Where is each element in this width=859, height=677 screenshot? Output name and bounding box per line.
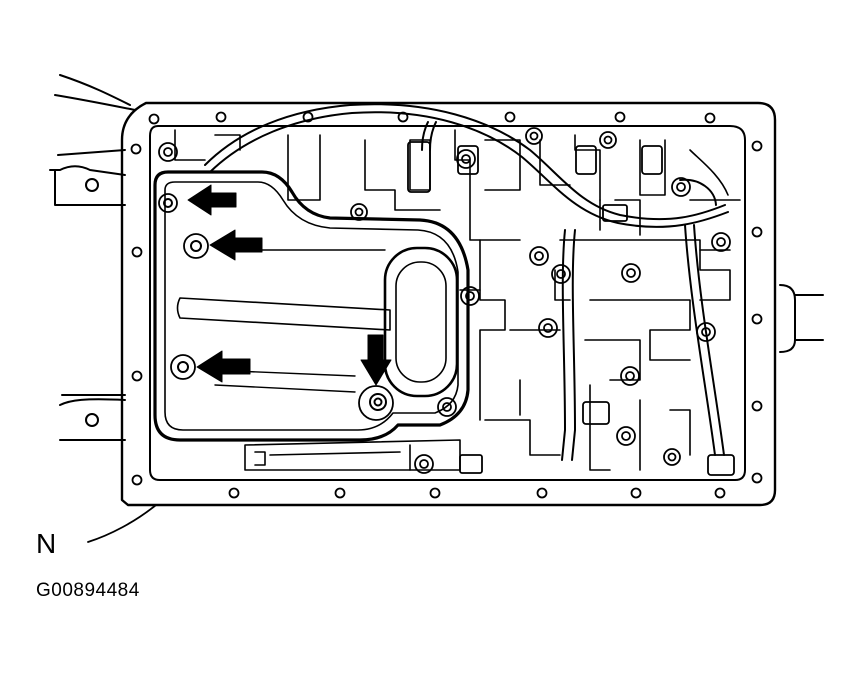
callout-leader-line <box>87 504 157 543</box>
removal-arrows <box>187 184 392 386</box>
arrow-down-icon <box>360 334 392 386</box>
oil-strainer <box>153 170 470 442</box>
arrow-left-icon <box>196 350 251 383</box>
background-brackets <box>49 74 824 441</box>
pan-outer-flange <box>120 101 777 507</box>
arrow-left-icon <box>209 229 263 261</box>
flange-bolt-holes <box>130 111 763 499</box>
pan-inner-wall <box>149 125 746 481</box>
figure-code: G00894484 <box>36 580 140 601</box>
arrow-left-icon <box>187 184 237 216</box>
harness-connectors <box>407 141 735 476</box>
callout-label: N <box>36 528 57 559</box>
wiring-harness <box>204 103 729 461</box>
strainer-outlet <box>383 246 459 398</box>
